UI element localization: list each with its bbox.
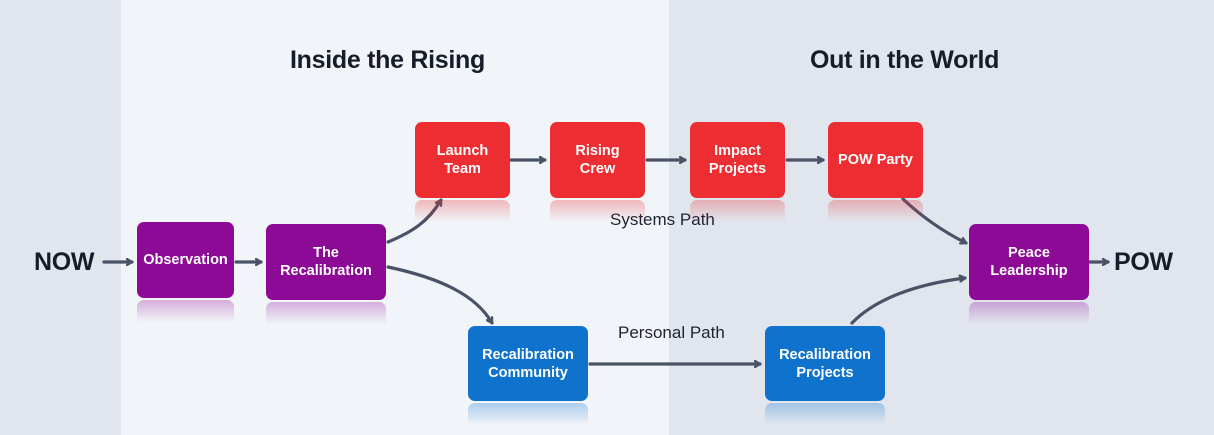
systems-path-label: Systems Path: [610, 210, 715, 229]
launch-team-reflection: [415, 200, 510, 222]
impact-projects-reflection: [690, 200, 785, 222]
endpoint-pow: POW: [1114, 248, 1173, 276]
node-impact-projects: Impact Projects: [690, 122, 785, 198]
pow-party-reflection: [828, 200, 923, 222]
arrow-projects-to-peace-leadership: [850, 278, 967, 325]
node-pow-party: POW Party: [828, 122, 923, 198]
observation-reflection: [137, 300, 234, 322]
peace-leadership-reflection: [969, 302, 1089, 324]
arrow-recalibration-to-launch-team: [386, 198, 443, 244]
arrow-recalibration-to-community: [386, 265, 494, 325]
rising-crew-reflection: [550, 200, 645, 222]
recalibration-projects-reflection: [765, 403, 885, 425]
node-the-recalibration: The Recalibration: [266, 224, 386, 300]
section-title-out-in-the-world: Out in the World: [810, 46, 1000, 74]
endpoint-now: NOW: [34, 248, 95, 276]
node-recalibration-community: Recalibration Community: [468, 326, 588, 401]
node-observation: Observation: [137, 222, 234, 298]
node-recalibration-projects: Recalibration Projects: [765, 326, 885, 401]
section-title-inside-the-rising: Inside the Rising: [290, 46, 485, 74]
arrow-pow-party-to-peace-leadership: [901, 197, 968, 243]
node-launch-team: Launch Team: [415, 122, 510, 198]
recalibration-community-reflection: [468, 403, 588, 425]
recalibration-reflection: [266, 302, 386, 324]
personal-path-label: Personal Path: [618, 323, 725, 342]
node-rising-crew: Rising Crew: [550, 122, 645, 198]
node-peace-leadership: Peace Leadership: [969, 224, 1089, 300]
